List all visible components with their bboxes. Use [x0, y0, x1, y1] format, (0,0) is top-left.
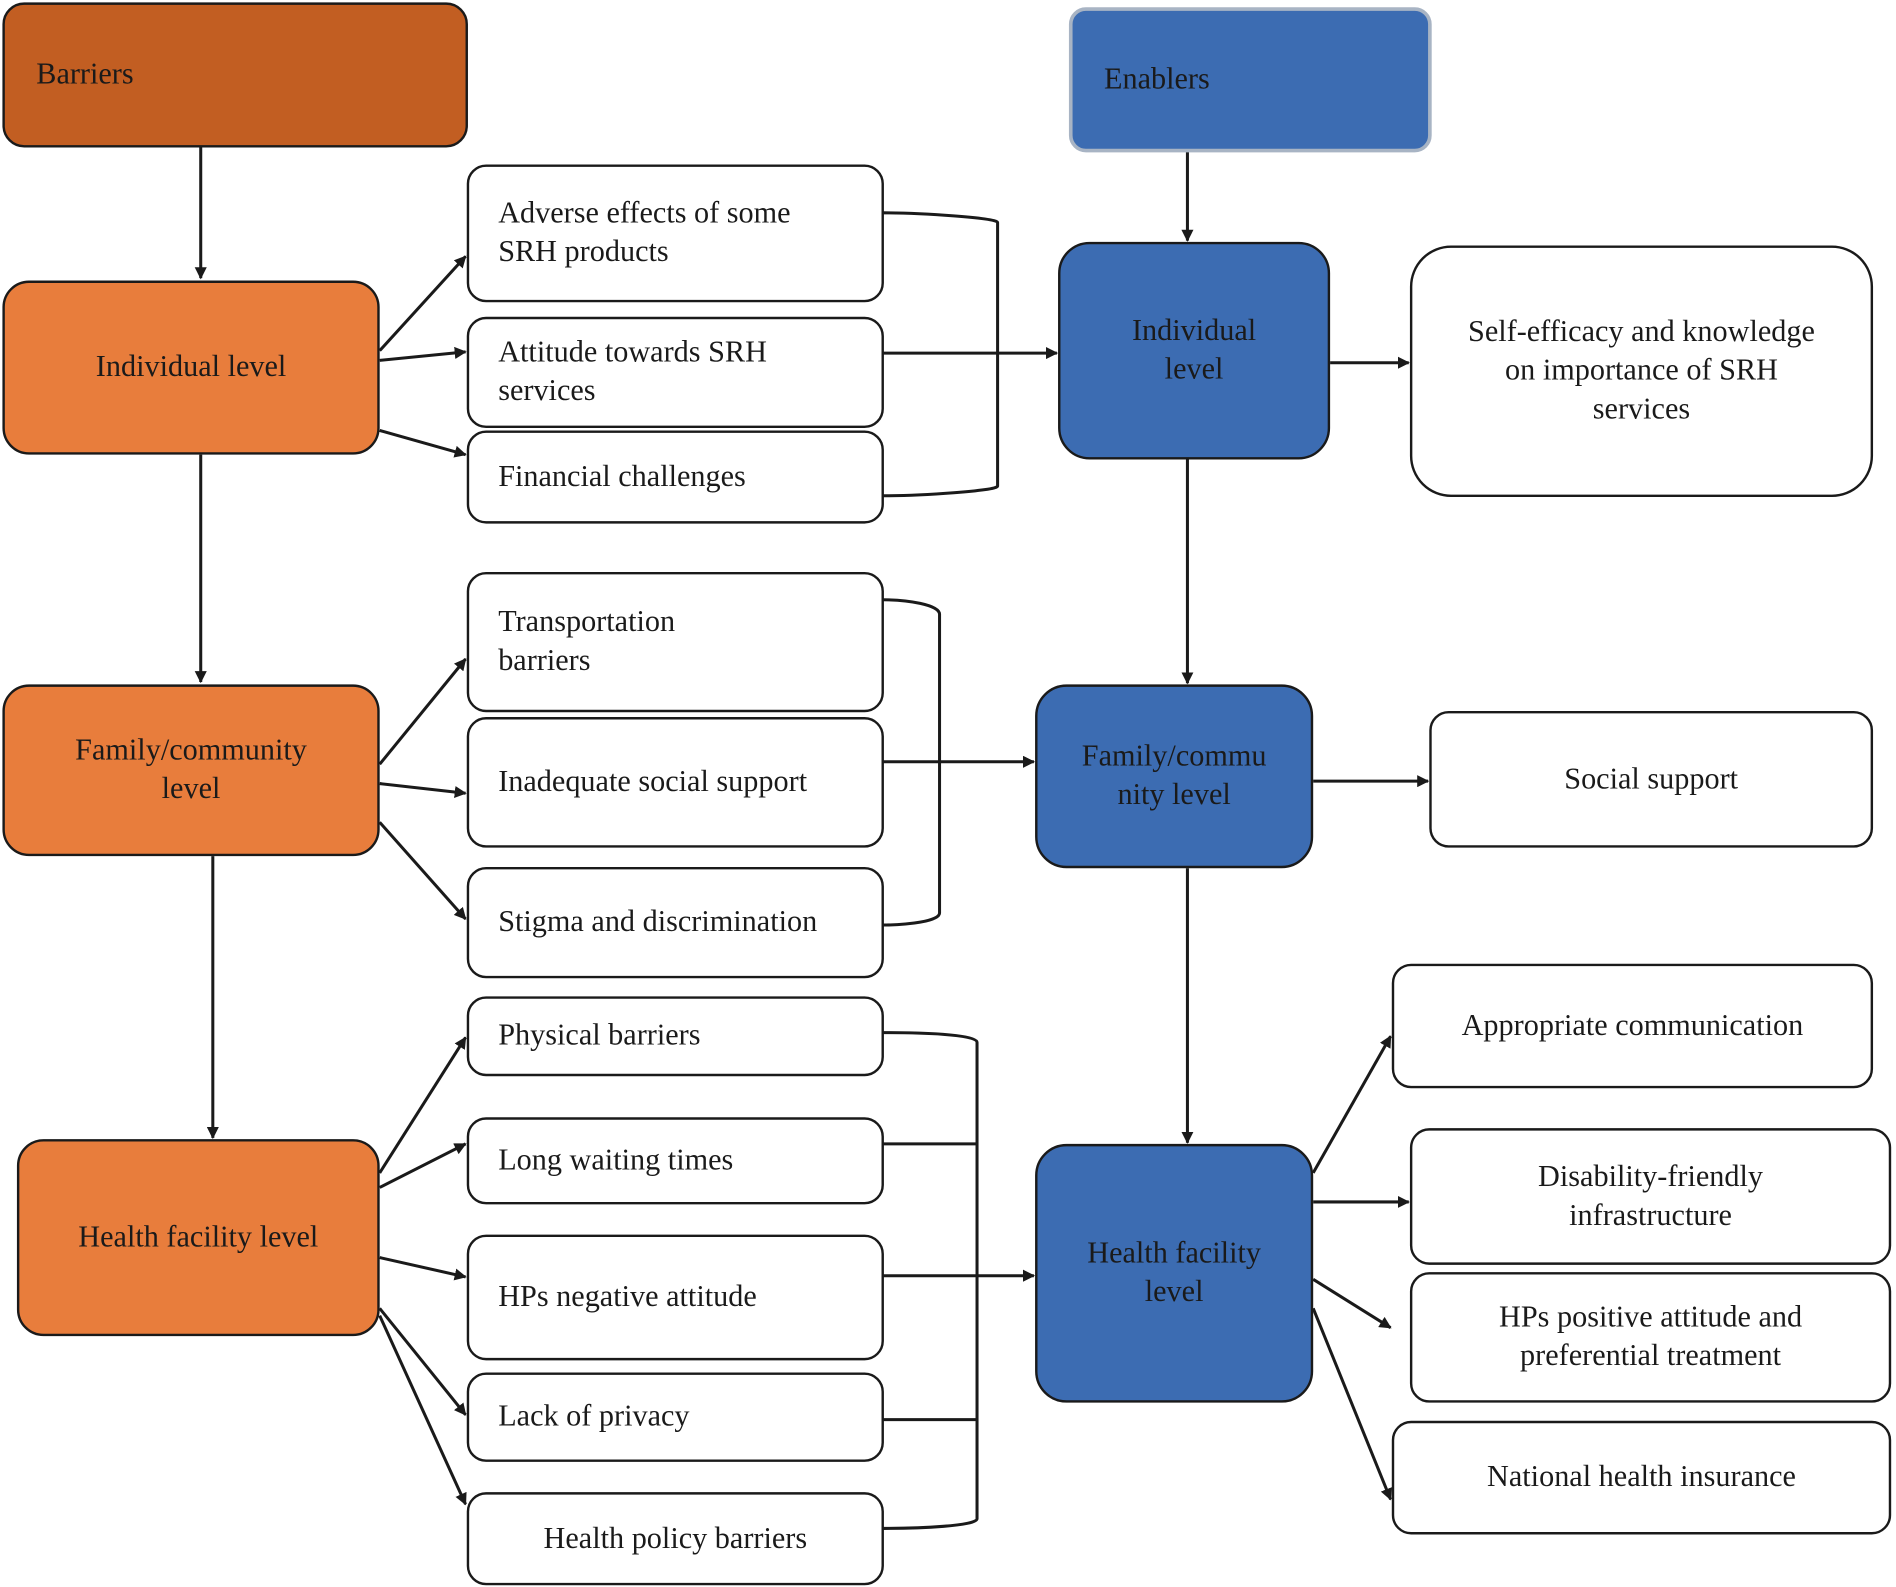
enabler-social-support: Social support: [1429, 711, 1874, 848]
arrow-to-privacy: [378, 1307, 467, 1416]
barrier-financial: Financial challenges: [466, 430, 884, 524]
arrow-to-financial: [379, 429, 467, 458]
arrow-to-insurance: [1311, 1307, 1393, 1501]
barrier-social-support: Inadequate social support: [466, 717, 884, 848]
barrier-stigma: Stigma and discrimination: [466, 866, 884, 979]
enabler-health-facility-level: Health facility level: [1035, 1143, 1314, 1403]
barrier-family-level-label: Family/community level: [75, 733, 307, 806]
barrier-individual-level-label: Individual level: [95, 350, 287, 384]
arrow-to-hps-negative: [379, 1256, 467, 1281]
barrier-health-policy: Health policy barriers: [466, 1492, 884, 1586]
bracket-health: [882, 1031, 979, 1530]
enabler-infrastructure: Disability-friendly infrastructure: [1409, 1128, 1892, 1265]
enabler-individual-level-label: Individual level: [1131, 314, 1257, 386]
arrow-to-adverse-effects: [378, 255, 467, 352]
arrow-to-hps-positive: [1312, 1278, 1392, 1329]
barrier-adverse-effects: Adverse effects of some SRH products: [466, 164, 884, 303]
enabler-family-level-label: Family/commu nity level: [1081, 740, 1267, 812]
barrier-individual-level: Individual level: [2, 280, 380, 455]
enabler-individual-level: Individual level: [1058, 241, 1331, 460]
enabler-self-efficacy: Self-efficacy and knowledge on importanc…: [1409, 245, 1874, 497]
barrier-transportation: Transportation barriers: [466, 571, 884, 713]
barrier-attitude: Attitude towards SRH services: [466, 316, 884, 429]
arrow-to-transportation: [378, 658, 467, 766]
enablers-header-label: Enablers: [1103, 62, 1210, 96]
barrier-hps-negative: HPs negative attitude: [466, 1234, 884, 1361]
barrier-health-facility-level: Health facility level: [16, 1139, 380, 1337]
arrow-to-stigma: [378, 821, 467, 920]
barrier-waiting-times: Long waiting times: [466, 1117, 884, 1205]
enabler-hps-positive: HPs positive attitude and preferential t…: [1409, 1272, 1892, 1403]
barrier-physical: Physical barriers: [466, 996, 884, 1077]
barrier-privacy: Lack of privacy: [466, 1372, 884, 1462]
barrier-family-level: Family/community level: [2, 684, 380, 857]
bracket-family: [882, 598, 942, 927]
enabler-communication: Appropriate communication: [1391, 963, 1874, 1089]
arrow-to-communication: [1311, 1035, 1392, 1174]
enabler-family-level: Family/commu nity level: [1035, 684, 1314, 869]
arrow-to-physical: [378, 1036, 467, 1174]
enabler-insurance: National health insurance: [1391, 1420, 1892, 1535]
barriers-header-label: Barriers: [36, 58, 134, 91]
arrow-to-waiting: [379, 1142, 467, 1189]
arrow-to-social-support-barrier: [379, 782, 467, 799]
enablers-header: Enablers: [1068, 7, 1432, 153]
arrow-to-attitude: [379, 346, 467, 362]
arrow-to-policy: [378, 1314, 467, 1506]
barrier-health-facility-level-label: Health facility level: [78, 1220, 319, 1254]
enabler-health-facility-level-label: Health facility level: [1087, 1237, 1262, 1309]
barriers-header: Barriers: [2, 2, 468, 148]
